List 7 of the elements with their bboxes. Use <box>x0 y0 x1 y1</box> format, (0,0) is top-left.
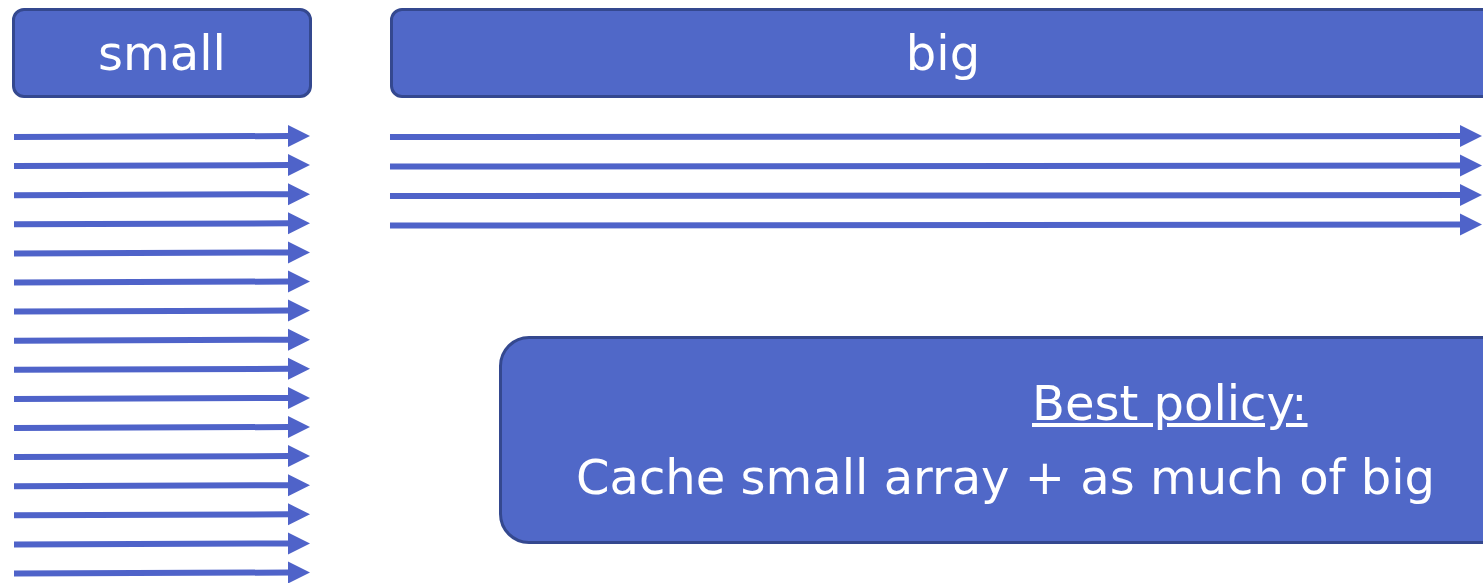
title: small <box>98 23 226 83</box>
header-box <box>390 8 1483 98</box>
header-box <box>12 8 312 98</box>
callout-box <box>499 336 1483 544</box>
body-text: Cache small array + as much of big <box>575 448 1435 507</box>
heading: Best policy: <box>1031 373 1308 433</box>
title: big <box>904 23 982 83</box>
